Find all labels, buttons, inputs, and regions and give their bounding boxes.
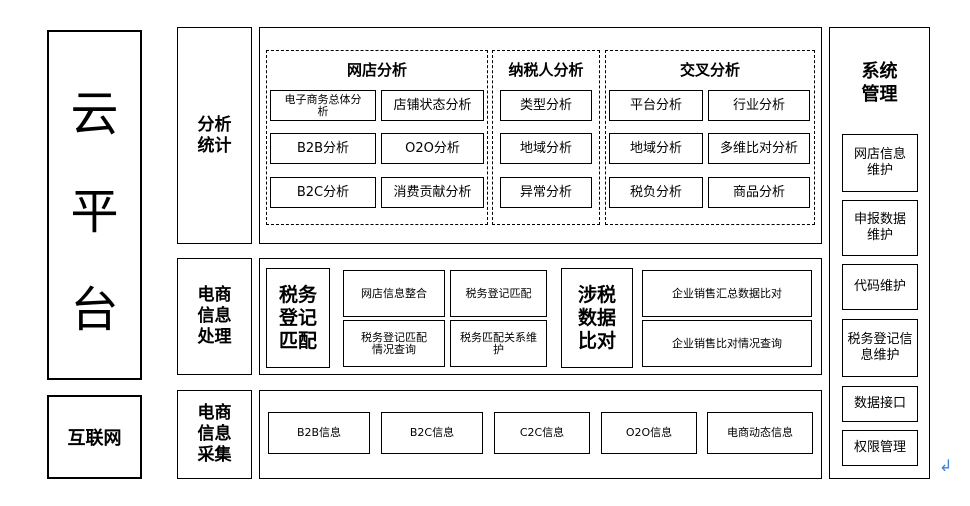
cloud-platform-char-3: 台: [70, 282, 119, 338]
cross-analysis-item: 商品分析: [708, 177, 810, 208]
collection-item: O2O信息: [601, 412, 697, 454]
cross-analysis-item: 多维比对分析: [708, 133, 810, 164]
taxpayer-analysis-title: 纳税人分析: [508, 61, 584, 79]
cross-analysis-item: 平台分析: [609, 90, 703, 121]
collection-item: B2C信息: [381, 412, 483, 454]
tax-compare-label: 涉税 数据 比对: [577, 283, 616, 352]
collection-item: B2B信息: [268, 412, 370, 454]
taxpayer-analysis-group: [492, 50, 600, 225]
cloud-platform-char-1: 云: [70, 86, 119, 142]
taxpayer-analysis-item: 类型分析: [500, 90, 592, 121]
collection-row-label-box: 电商 信息 采集: [177, 390, 252, 479]
taxpayer-analysis-item: 异常分析: [500, 177, 592, 208]
analysis-row-label: 分析 统计: [197, 114, 232, 156]
tax-match-item: 税务登记匹配情况查询: [343, 320, 445, 367]
shop-analysis-item: O2O分析: [381, 133, 484, 164]
system-item: 数据接口: [842, 386, 918, 422]
internet-box: 互联网: [47, 395, 142, 479]
shop-analysis-item: 店铺状态分析: [381, 90, 484, 121]
tax-match-item: 税务匹配关系维护: [450, 320, 547, 367]
shop-analysis-item: B2B分析: [270, 133, 376, 164]
system-management-title: 系统 管理: [861, 61, 898, 105]
internet-label: 互联网: [67, 428, 122, 449]
processing-row-label: 电商 信息 处理: [197, 285, 232, 347]
cross-analysis-item: 行业分析: [708, 90, 810, 121]
tax-compare-item: 企业销售比对情况查询: [642, 320, 812, 367]
tax-match-label: 税务 登记 匹配: [278, 283, 317, 352]
system-item: 网店信息维护: [842, 134, 918, 192]
tax-match-item: 网店信息整合: [343, 270, 445, 317]
tax-compare-item: 企业销售汇总数据比对: [642, 270, 812, 317]
shop-analysis-title: 网店分析: [346, 61, 407, 79]
collection-item: C2C信息: [494, 412, 590, 454]
system-item: 权限管理: [842, 430, 918, 466]
cross-analysis-item: 地域分析: [609, 133, 703, 164]
tax-match-box: 税务 登记 匹配: [266, 268, 330, 368]
system-item: 申报数据维护: [842, 200, 918, 256]
cloud-platform-char-2: 平: [70, 184, 119, 240]
tax-compare-box: 涉税 数据 比对: [561, 268, 633, 368]
processing-row-label-box: 电商 信息 处理: [177, 258, 252, 375]
collection-row-label: 电商 信息 采集: [197, 403, 232, 465]
return-mark-icon: ↲: [939, 456, 953, 475]
tax-match-item: 税务登记匹配: [450, 270, 547, 317]
system-item: 税务登记信息维护: [842, 319, 918, 377]
cross-analysis-item: 税负分析: [609, 177, 703, 208]
shop-analysis-item: B2C分析: [270, 177, 376, 208]
shop-analysis-item: 电子商务总体分析: [270, 90, 376, 121]
cross-analysis-group: [605, 50, 815, 225]
taxpayer-analysis-item: 地域分析: [500, 133, 592, 164]
cross-analysis-title: 交叉分析: [679, 61, 740, 79]
system-item: 代码维护: [842, 264, 918, 310]
shop-analysis-item: 消费贡献分析: [381, 177, 484, 208]
collection-item: 电商动态信息: [707, 412, 813, 454]
shop-analysis-group: [266, 50, 488, 225]
cloud-platform-box: 云 平 台: [47, 30, 142, 380]
analysis-row-label-box: 分析 统计: [177, 27, 252, 244]
